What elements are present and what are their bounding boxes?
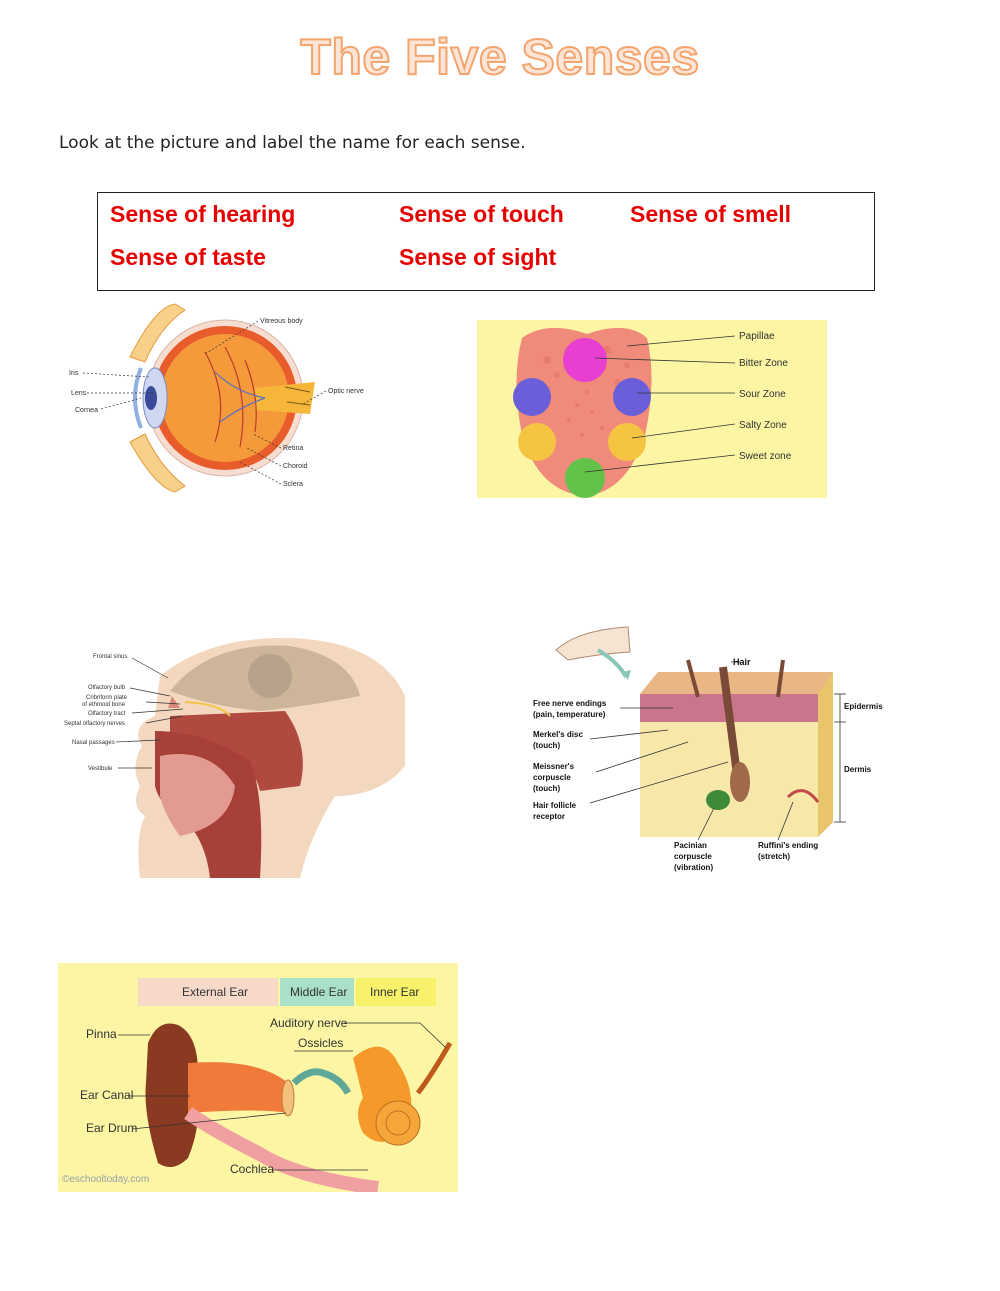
skin-diagram: Hair Free nerve endings (pain, temperatu…: [528, 622, 894, 877]
skin-label-dermis: Dermis: [844, 765, 872, 774]
nose-label-ethmoid-bone: of ethmoid bone: [82, 702, 126, 708]
nose-label-frontal-sinus: Frontal sinus: [93, 654, 127, 660]
ear-diagram: External Ear Middle Ear Inner Ear Pinna …: [58, 963, 458, 1192]
nose-label-nasal-passages: Nasal passages: [72, 740, 115, 746]
instruction-text: Look at the picture and label the name f…: [59, 133, 526, 153]
skin-label-meissners-corpuscle: corpuscle: [533, 773, 571, 782]
nose-label-septal-olfactory-nerves: Septal olfactory nerves: [64, 721, 125, 727]
skin-label-pain-temperature: (pain, temperature): [533, 710, 606, 719]
skin-label-vibration: (vibration): [674, 863, 713, 872]
skin-label-receptor: receptor: [533, 812, 565, 821]
nose-label-olfactory-bulb: Olfactory bulb: [88, 685, 126, 691]
ear-label-ossicles: Ossicles: [298, 1036, 343, 1050]
ear-label-cochlea: Cochlea: [230, 1162, 274, 1176]
skin-label-pacinian: Pacinian: [674, 841, 707, 850]
nose-label-olfactory-tract: Olfactory tract: [88, 711, 126, 717]
skin-label-pacinian-corpuscle: corpuscle: [674, 852, 712, 861]
skin-label-hair-follicle: Hair follicle: [533, 801, 577, 810]
skin-label-merkels-disc: Merkel's disc: [533, 730, 583, 739]
ear-label-ear-canal: Ear Canal: [80, 1088, 133, 1102]
skin-label-stretch: (stretch): [758, 852, 790, 861]
ear-label-ear-drum: Ear Drum: [86, 1121, 137, 1135]
eye-label-lens: Lens: [71, 390, 87, 397]
ear-watermark: ©eschooltoday.com: [62, 1174, 149, 1185]
tongue-label-sour-zone: Sour Zone: [739, 389, 786, 400]
ear-label-auditory-nerve: Auditory nerve: [270, 1016, 348, 1030]
eye-label-optic-nerve: Optic nerve: [328, 388, 364, 395]
skin-label-free-nerve-endings: Free nerve endings: [533, 699, 607, 708]
word-sense-of-hearing[interactable]: Sense of hearing: [110, 201, 296, 227]
word-bank: Sense of hearing Sense of touch Sense of…: [97, 192, 875, 291]
eye-label-choroid: Choroid: [283, 463, 308, 470]
skin-label-ruffinis-ending: Ruffini's ending: [758, 841, 818, 850]
nose-label-cribriform-plate: Cribriform plate: [86, 695, 128, 701]
skin-label-merkels-touch: (touch): [533, 741, 560, 750]
eye-label-sclera: Sclera: [283, 481, 303, 488]
ear-label-inner-ear: Inner Ear: [370, 985, 419, 999]
tongue-label-salty-zone: Salty Zone: [739, 420, 787, 431]
skin-label-hair: Hair: [733, 657, 751, 667]
eye-diagram: Vitreous body Iris Lens Cornea Optic ner…: [55, 302, 375, 494]
tongue-label-sweet-zone: Sweet zone: [739, 451, 792, 462]
ear-label-external-ear: External Ear: [182, 985, 248, 999]
page-title: The Five Senses: [299, 28, 700, 86]
nose-label-vestibule: Vestibule: [88, 766, 113, 772]
eye-label-cornea: Cornea: [75, 407, 98, 414]
tongue-label-bitter-zone: Bitter Zone: [739, 358, 788, 369]
word-sense-of-taste[interactable]: Sense of taste: [110, 244, 266, 270]
nose-diagram: Frontal sinus Olfactory bulb Cribriform …: [60, 636, 405, 878]
word-sense-of-touch[interactable]: Sense of touch: [399, 201, 564, 227]
skin-label-epidermis: Epidermis: [844, 702, 883, 711]
skin-label-meissners: Meissner's: [533, 762, 575, 771]
eye-label-iris: Iris: [69, 370, 79, 377]
eye-label-retina: Retina: [283, 445, 303, 452]
eye-label-vitreous-body: Vitreous body: [260, 318, 303, 325]
word-sense-of-sight[interactable]: Sense of sight: [399, 244, 557, 270]
tongue-diagram: Papillae Bitter Zone Sour Zone Salty Zon…: [477, 320, 827, 498]
ear-label-middle-ear: Middle Ear: [290, 985, 347, 999]
skin-label-meissners-touch: (touch): [533, 784, 560, 793]
word-sense-of-smell[interactable]: Sense of smell: [630, 201, 792, 227]
ear-label-pinna: Pinna: [86, 1027, 117, 1041]
tongue-label-papillae: Papillae: [739, 331, 775, 342]
